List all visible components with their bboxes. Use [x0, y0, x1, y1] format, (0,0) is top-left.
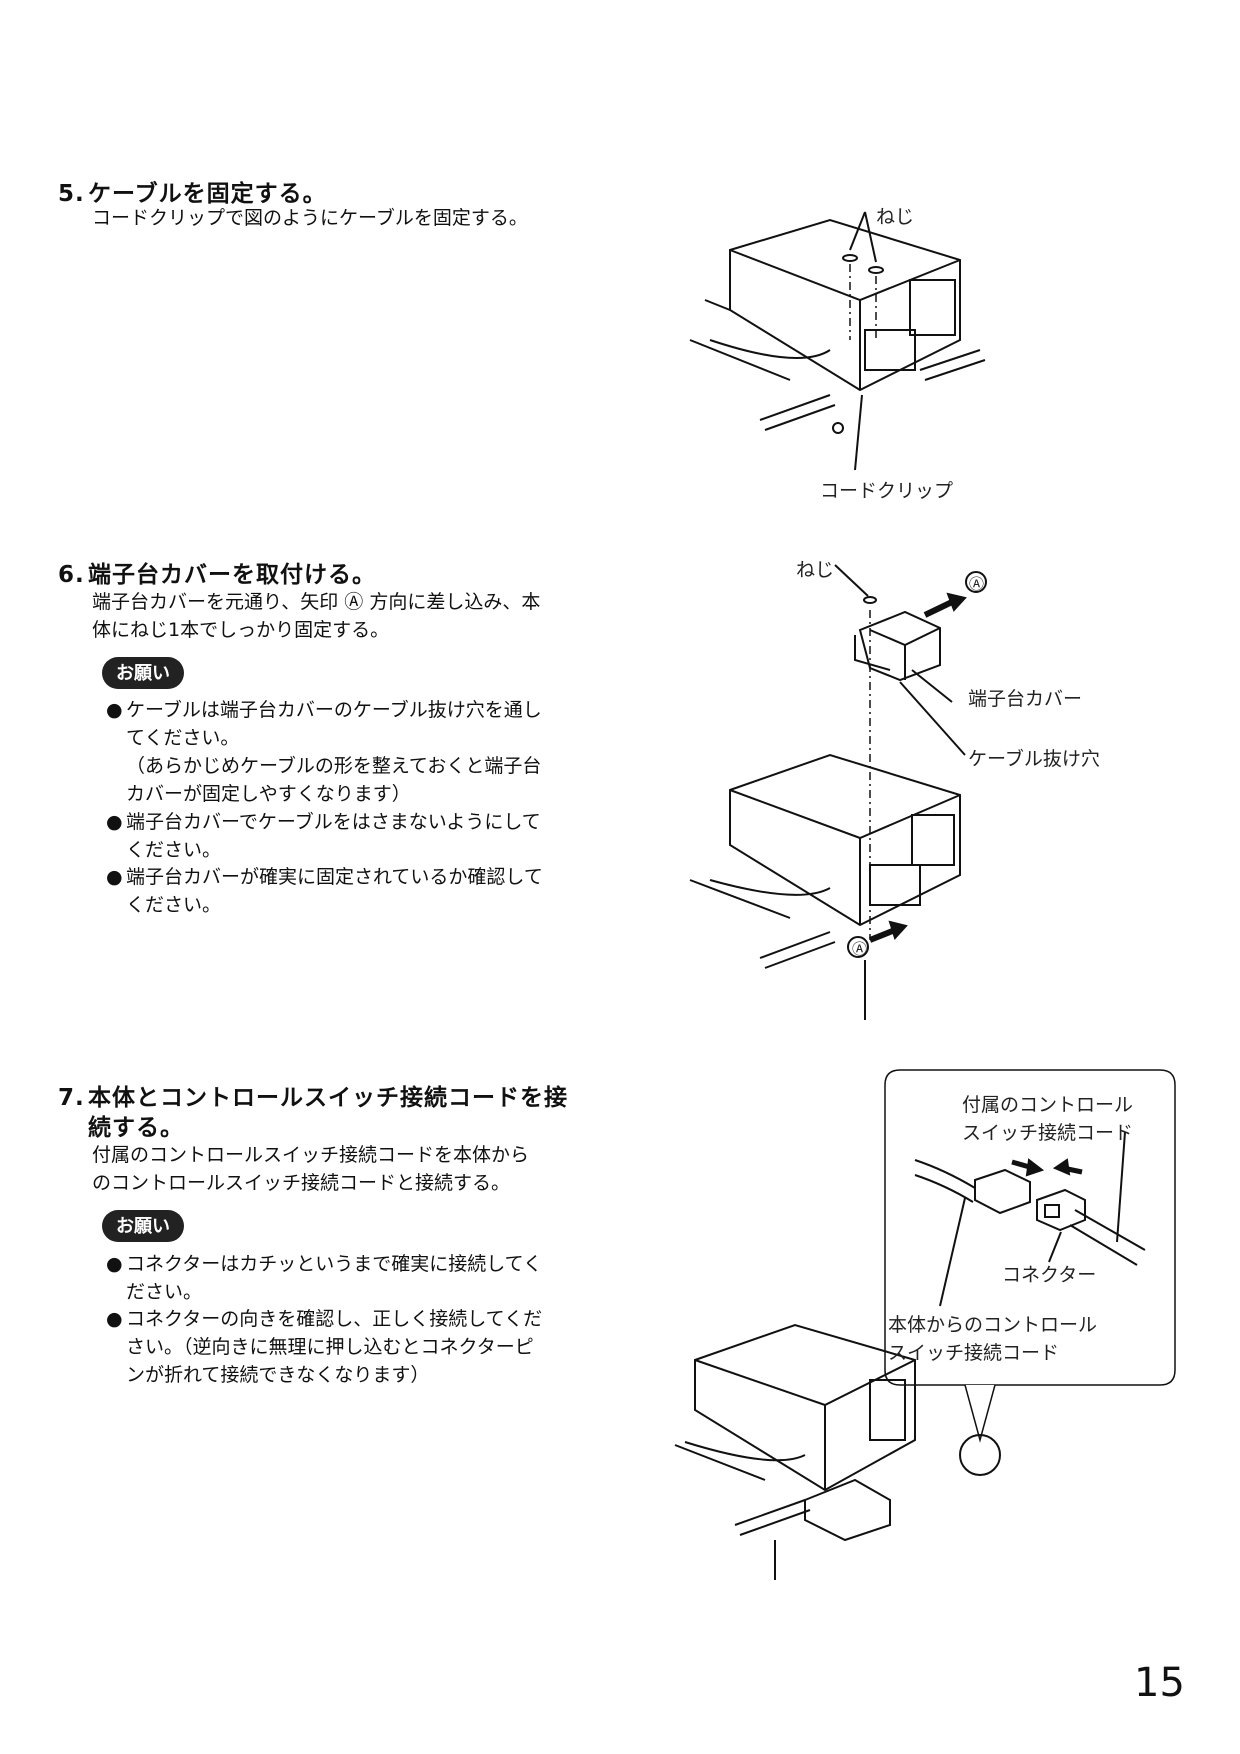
step7-note-2-line2: さい。（逆向きに無理に押し込むとコネクターピ	[126, 1336, 534, 1358]
step5-screw-label: ねじ	[876, 206, 915, 228]
step6-title: 端子台カバーを取付ける。	[88, 562, 376, 588]
step6-cover-label: 端子台カバー	[968, 688, 1083, 710]
bullet-icon: ●	[106, 1308, 123, 1330]
step6-body-line1: 端子台カバーを元通り、矢印 Ⓐ 方向に差し込み、本	[92, 591, 541, 613]
step6-note-1-line3: （あらかじめケーブルの形を整えておくと端子台	[126, 755, 542, 777]
step7-note-1-line2: ださい。	[126, 1281, 203, 1303]
bullet-icon: ●	[106, 811, 123, 833]
step6-heading: 6.端子台カバーを取付ける。	[58, 555, 376, 589]
step5-clip-label: コードクリップ	[820, 480, 954, 502]
step7-main-cord-label-2: スイッチ接続コード	[888, 1342, 1060, 1364]
step7-title-line2: 続する。	[88, 1115, 184, 1141]
step5-illustration	[689, 211, 986, 471]
bullet-icon: ●	[106, 1253, 123, 1275]
step6-note-3-line1: 端子台カバーが確実に固定されているか確認して	[126, 866, 543, 888]
step6-number: 6.	[58, 562, 85, 588]
step7-body-line1: 付属のコントロールスイッチ接続コードを本体から	[92, 1144, 530, 1166]
step7-note-2: ● コネクターの向きを確認し、正しく接続してくだ さい。（逆向きに無理に押し込む…	[106, 1305, 543, 1389]
step6-arrow-a2-label: Ⓐ	[852, 940, 868, 958]
step6-note-3: ● 端子台カバーが確実に固定されているか確認して ください。	[106, 863, 543, 919]
step6-hole-label: ケーブル抜け穴	[968, 748, 1100, 770]
step6-note-1-line4: カバーが固定しやすくなります）	[126, 783, 411, 805]
step7-main-cord-label-1: 本体からのコントロール	[888, 1314, 1098, 1336]
step6-note-2-line1: 端子台カバーでケーブルをはさまないようにして	[126, 811, 541, 833]
step5-title: ケーブルを固定する。	[88, 181, 327, 207]
step7-connector-label: コネクター	[1002, 1264, 1097, 1286]
step7-note-1-line1: コネクターはカチッというまで確実に接続してく	[126, 1253, 543, 1275]
step7-note-2-line1: コネクターの向きを確認し、正しく接続してくだ	[126, 1308, 543, 1330]
step6-note-1-line2: てください。	[126, 727, 240, 749]
step6-note-2: ● 端子台カバーでケーブルをはさまないようにして ください。	[106, 808, 541, 864]
step7-note-1: ● コネクターはカチッというまで確実に接続してく ださい。	[106, 1250, 543, 1306]
page-number: 15	[1134, 1660, 1185, 1706]
step6-illustration	[689, 564, 987, 1020]
step7-note-badge: お願い	[102, 1210, 184, 1242]
step7-number: 7.	[58, 1085, 85, 1111]
step5-body: コードクリップで図のようにケーブルを固定する。	[92, 207, 528, 229]
bullet-icon: ●	[106, 699, 123, 721]
step7-body-line2: のコントロールスイッチ接続コードと接続する。	[92, 1172, 511, 1194]
step7-title-line1: 本体とコントロールスイッチ接続コードを接	[88, 1085, 568, 1111]
step6-note-badge: お願い	[102, 657, 184, 689]
step6-note-3-line2: ください。	[126, 894, 222, 916]
step5-number: 5.	[58, 181, 85, 207]
step6-note-2-line2: ください。	[126, 839, 222, 861]
step6-arrow-a-label: Ⓐ	[969, 575, 985, 593]
bullet-icon: ●	[106, 866, 123, 888]
step7-heading: 7.本体とコントロールスイッチ接続コードを接	[58, 1078, 568, 1112]
step6-body-line2: 体にねじ1本でしっかり固定する。	[92, 619, 390, 641]
step7-supplied-cord-label-2: スイッチ接続コード	[962, 1122, 1134, 1144]
step7-supplied-cord-label-1: 付属のコントロール	[962, 1094, 1134, 1116]
step7-illustration	[674, 1069, 1176, 1580]
step7-note-2-line3: ンが折れて接続できなくなります）	[126, 1364, 430, 1386]
step6-note-1-line1: ケーブルは端子台カバーのケーブル抜け穴を通し	[126, 699, 542, 721]
step6-note-1: ● ケーブルは端子台カバーのケーブル抜け穴を通し てください。 （あらかじめケー…	[106, 696, 542, 808]
step5-heading: 5.ケーブルを固定する。	[58, 174, 327, 208]
step6-screw-label: ねじ	[796, 559, 835, 581]
